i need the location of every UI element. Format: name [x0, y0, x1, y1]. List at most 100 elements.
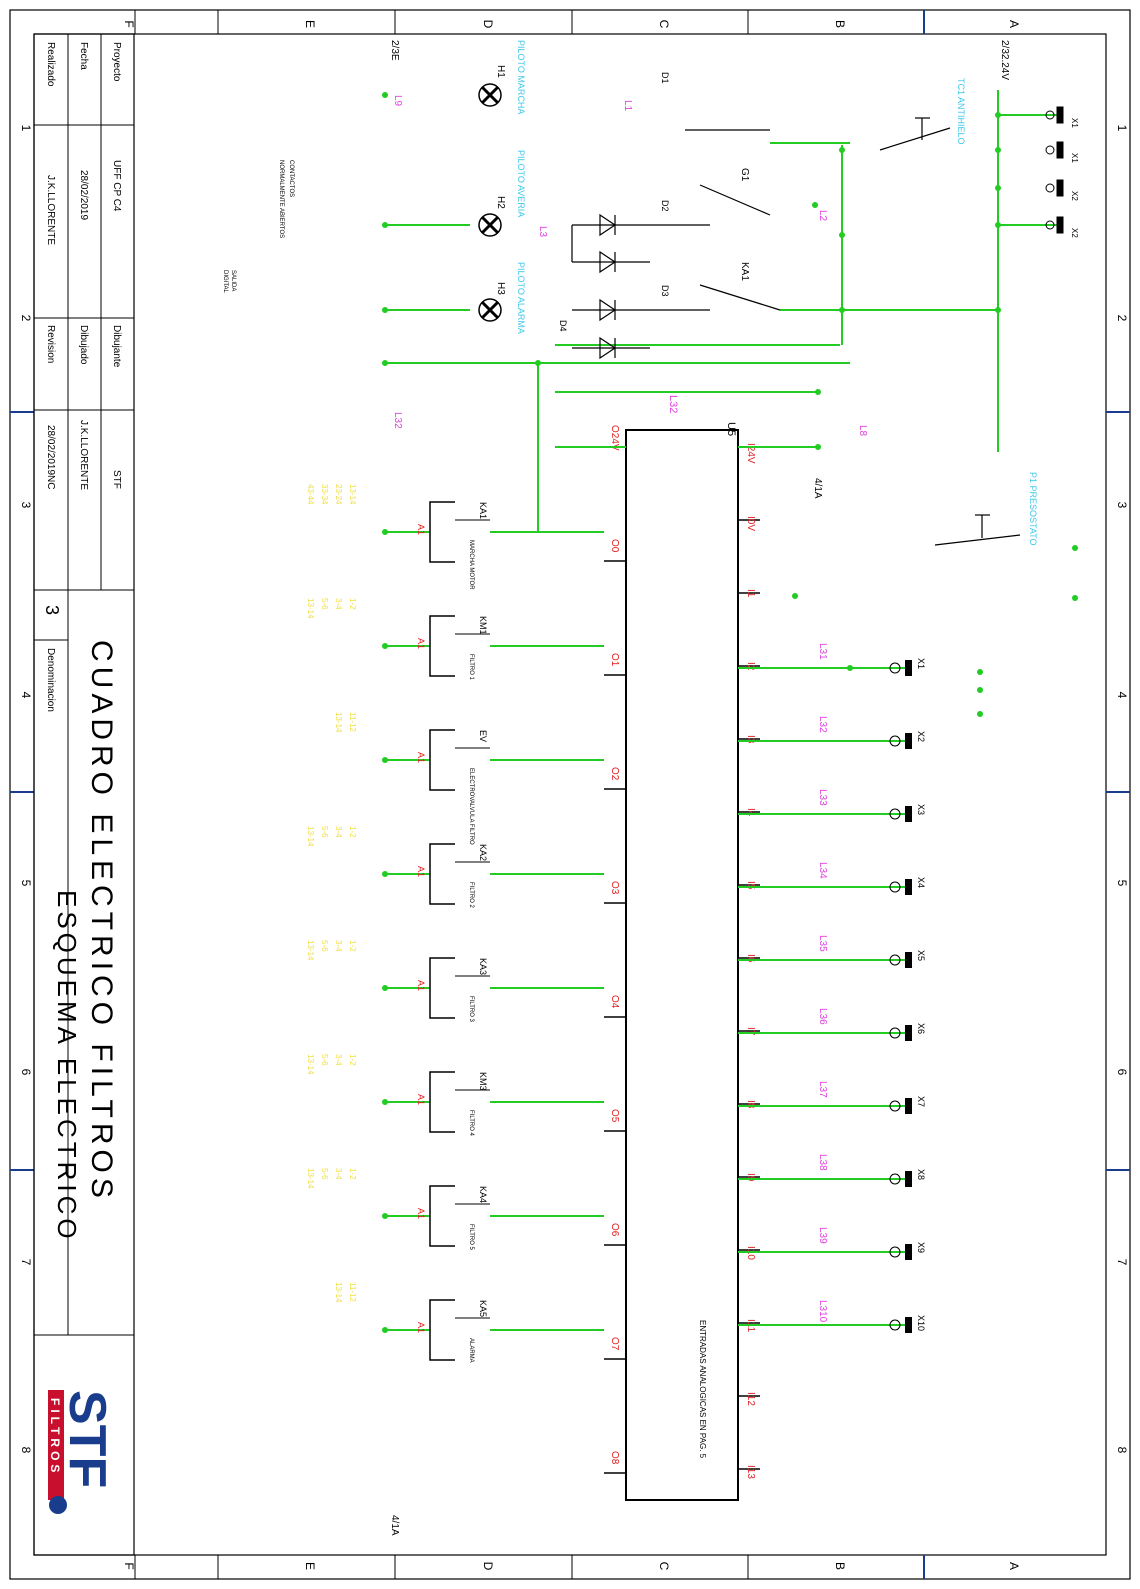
plc-wire-label: L32 — [667, 395, 679, 413]
fecha-value: 28/02/2019 — [78, 170, 89, 220]
lamp-h2-tag: H2 — [495, 196, 506, 209]
outer-frame — [9, 9, 1131, 1580]
contact-reference: 43-44 — [306, 484, 315, 505]
junction-dots — [382, 92, 1078, 717]
coil-icon — [429, 729, 455, 791]
plc-input-pin-label: I12 — [745, 1392, 756, 1406]
dibujante-value: STF — [111, 470, 122, 489]
plc-output-pin-label: O8 — [609, 1451, 620, 1465]
net-l8: L8 — [857, 425, 868, 437]
contact-reference: 3-4 — [334, 1054, 343, 1066]
coil-terminal: A1 — [416, 524, 426, 535]
contact-reference: 13-14 — [306, 1054, 315, 1075]
lamp-h2-desc: PILOTO AVERIA — [516, 150, 526, 217]
plc-input-pin-label: I3 — [745, 735, 756, 744]
zone-letter-c-bottom: C — [657, 1562, 671, 1571]
sensor-terminal-icon — [889, 881, 901, 893]
right-zone-ticks — [1106, 411, 1130, 1171]
plc-input-pin-label: I7 — [745, 1027, 756, 1036]
net-l1: L1 — [622, 100, 633, 112]
output-junction — [382, 529, 388, 535]
side-note-3: SALIDA — [230, 270, 236, 291]
denominacion-label: Denominacion — [45, 648, 56, 712]
plc-module: U5 L32 ENTRADAS ANALOGICAS EN PAG. 5 — [625, 395, 739, 1501]
sensor-icon — [905, 660, 912, 676]
plc-input-pin-label: I24V — [745, 443, 756, 464]
coil-icon — [429, 1299, 455, 1361]
zone-letter-d: D — [481, 20, 495, 29]
zone-letter-e-bottom: E — [303, 1562, 317, 1570]
net-l9: L9 — [392, 95, 403, 107]
plc-input-pin-label: I9 — [745, 1173, 756, 1182]
contact-reference: 13-14 — [306, 598, 315, 619]
realizado-value: J.K.LLORENTE — [45, 175, 56, 245]
plc-output-pin-label: O2 — [609, 767, 620, 781]
contact-reference: 3-4 — [334, 1168, 343, 1180]
coil-description: MARCHA MOTOR — [468, 540, 474, 590]
lamp-h1-tag: H1 — [495, 65, 506, 78]
plc-input-pin-label: I4 — [745, 808, 756, 817]
zone-number-4-right: 4 — [1115, 692, 1129, 699]
coil-tag: KA4 — [478, 1186, 488, 1203]
sensor-tag: X10 — [916, 1315, 926, 1331]
contact-reference: 1-2 — [348, 598, 357, 610]
lamp-h1-desc: PILOTO MARCHA — [516, 40, 526, 114]
input-wire-label: L39 — [817, 1227, 828, 1244]
lamp-h3-desc: PILOTO ALARMA — [516, 262, 526, 334]
input-wire-label: L38 — [817, 1154, 828, 1171]
lamp-h3-tag: H3 — [495, 282, 506, 295]
input-wire-label: L37 — [817, 1081, 828, 1098]
diode-d3: D3 — [660, 285, 670, 297]
diode-array — [571, 213, 710, 360]
pressure-switch — [934, 514, 1021, 546]
fecha-label: Fecha — [78, 42, 89, 70]
net-l3: L3 — [537, 226, 548, 238]
sensor-icon — [905, 806, 912, 822]
zone-letter-f: F — [122, 20, 136, 27]
sensor-tag: X4 — [916, 877, 926, 888]
zone-letter-e: E — [303, 20, 317, 28]
contact-reference: 13-14 — [334, 712, 343, 733]
input-wire-label: L33 — [817, 789, 828, 806]
contact-reference: 5-6 — [320, 826, 329, 838]
sensor-terminal-icon — [889, 1027, 901, 1039]
contact-reference: 3-4 — [334, 598, 343, 610]
input-wire-label: L32 — [817, 716, 828, 733]
relay-ka1: KA1 — [739, 262, 750, 281]
zone-letters-top: A B C D E F — [122, 20, 1021, 29]
sensor-terminal-icon — [889, 1100, 901, 1112]
side-note-1: CONTACTOS — [288, 160, 294, 197]
coil-description: FILTRO 4 — [468, 1110, 474, 1137]
contact-reference: 5-6 — [320, 1168, 329, 1180]
coil-tag: EV — [478, 730, 488, 742]
contact-reference: 1-2 — [348, 1168, 357, 1180]
input-wire-label: L34 — [817, 862, 828, 879]
coil-tag: KA5 — [478, 1300, 488, 1317]
coil-description: FILTRO 5 — [468, 1224, 474, 1251]
crossref-top-right: 2/3E — [389, 40, 400, 61]
zone-number-1-right: 1 — [1115, 125, 1129, 132]
coil-terminal: A1 — [416, 1322, 426, 1333]
coil-icon — [429, 957, 455, 1019]
sensor-terminal-icon — [889, 662, 901, 674]
plc-input-pin-label: I2 — [745, 662, 756, 671]
sensor-label-p: P1 PRESOSTATO — [1028, 472, 1038, 546]
input-wire-label: L31 — [817, 643, 828, 660]
sensor-icon — [905, 1025, 912, 1041]
coil-icon — [429, 1071, 455, 1133]
plc-label: U5 — [725, 422, 737, 436]
coil-terminal: A1 — [416, 980, 426, 991]
contact-reference: 33-34 — [320, 484, 329, 505]
zone-number-7-right: 7 — [1115, 1259, 1129, 1266]
left-zone-ticks — [10, 411, 34, 1171]
sensor-tag: X9 — [916, 1242, 926, 1253]
output-junction — [382, 985, 388, 991]
